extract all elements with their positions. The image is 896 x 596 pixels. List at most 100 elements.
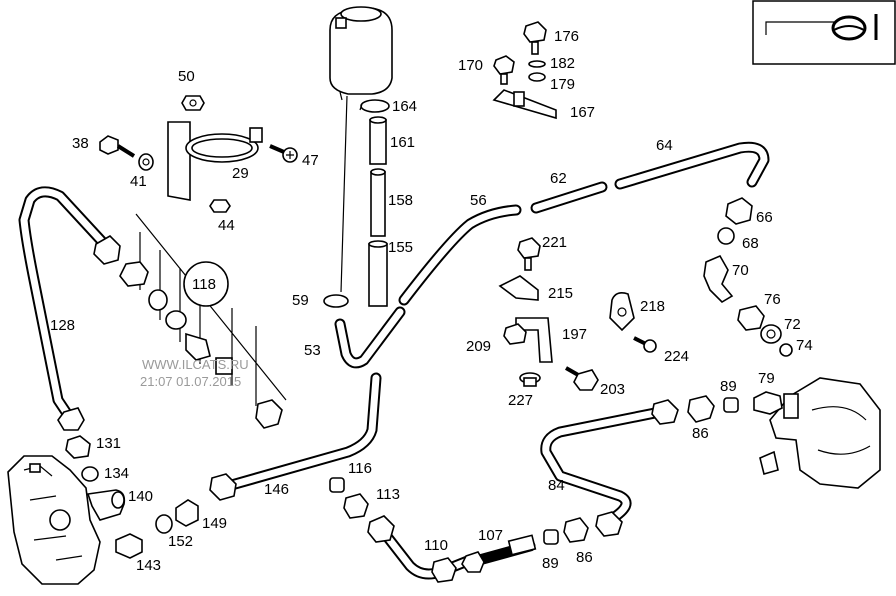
callout-68: 68: [742, 235, 759, 252]
return-hose-64: [614, 141, 770, 190]
hose-clamp-59: [323, 294, 349, 308]
nut-76: [737, 305, 765, 331]
nut-209: [503, 323, 527, 345]
fitting-134: [81, 466, 99, 482]
callout-89-lower: 89: [542, 555, 559, 572]
return-hose-56: [398, 204, 522, 306]
callout-161: 161: [390, 134, 415, 151]
callout-215: 215: [548, 285, 573, 302]
union-143: [115, 533, 143, 559]
nut-50: [181, 95, 205, 111]
washer-72: [760, 324, 782, 344]
callout-76: 76: [764, 291, 781, 308]
callout-134: 134: [104, 465, 129, 482]
callout-84: 84: [548, 477, 565, 494]
callout-38: 38: [72, 135, 89, 152]
callout-72: 72: [784, 316, 801, 333]
callout-56: 56: [470, 192, 487, 209]
pipe-84: [540, 395, 715, 537]
callout-143: 143: [136, 557, 161, 574]
callout-170: 170: [458, 57, 483, 74]
power-steering-pump: [759, 377, 881, 489]
callout-116: 116: [348, 460, 372, 477]
callout-53: 53: [304, 342, 321, 359]
callout-224: 224: [664, 348, 689, 365]
callout-86-upper: 86: [692, 425, 709, 442]
hose-assembly-107: [461, 534, 537, 573]
callout-131: 131: [96, 435, 121, 452]
return-hose-53: [334, 306, 406, 369]
return-hose-62: [530, 181, 608, 214]
callout-152: 152: [168, 533, 193, 550]
washer-74: [779, 343, 793, 357]
callout-41: 41: [130, 173, 147, 190]
bolt-203: [565, 366, 599, 391]
callout-107: 107: [478, 527, 503, 544]
callout-64: 64: [656, 137, 673, 154]
callout-50: 50: [178, 68, 195, 85]
fitting-set-118: [119, 213, 287, 429]
hose-section-155: [368, 240, 388, 307]
elbow-fitting-140: [86, 489, 126, 521]
callout-79: 79: [758, 370, 775, 387]
bolt-38: [99, 135, 136, 158]
callout-203: 203: [600, 381, 625, 398]
washer-89-lower: [543, 529, 559, 545]
washer-182: [528, 60, 546, 68]
nut-113: [343, 493, 369, 519]
callout-113: 113: [376, 486, 400, 503]
bolt-170: [493, 55, 515, 85]
nut-149: [175, 499, 199, 527]
callout-176: 176: [554, 28, 579, 45]
screw-47: [269, 144, 298, 163]
clip-215: [498, 275, 539, 301]
washer-68: [717, 227, 735, 245]
watermark-site: WWW.ILCATS.RU: [142, 357, 249, 372]
nut-66: [725, 197, 753, 225]
leader-line-59: [340, 95, 348, 293]
callout-47: 47: [302, 152, 319, 169]
nut-227: [519, 372, 541, 387]
bolt-221: [517, 237, 541, 271]
steering-gear: [7, 455, 101, 585]
screw-224: [633, 336, 657, 353]
callout-86-lower: 86: [576, 549, 593, 566]
callout-128: 128: [50, 317, 75, 334]
callout-66: 66: [756, 209, 773, 226]
washer-152: [155, 514, 173, 534]
watermark: WWW.ILCATS.RU 21:07 01.07.2015: [140, 357, 249, 389]
callout-74: 74: [796, 337, 813, 354]
callout-89-upper: 89: [720, 378, 737, 395]
callout-164: 164: [392, 98, 417, 115]
hose-section-158: [370, 168, 386, 237]
fitting-116: [329, 477, 345, 493]
washer-179: [528, 72, 546, 82]
steering-wheel-direction-icon: [765, 14, 878, 41]
callout-149: 149: [202, 515, 227, 532]
callout-197: 197: [562, 326, 587, 343]
nut-86-lower: [563, 517, 589, 543]
direction-icon-box: [752, 0, 896, 65]
callout-227: 227: [508, 392, 533, 409]
pipe-110: [367, 515, 476, 583]
fluid-reservoir: [329, 6, 393, 101]
callout-158: 158: [388, 192, 413, 209]
bracket-29: [167, 121, 263, 201]
callout-59: 59: [292, 292, 309, 309]
callout-155: 155: [388, 239, 413, 256]
callout-179: 179: [550, 76, 575, 93]
bolt-176: [523, 21, 547, 55]
callout-29: 29: [232, 165, 249, 182]
callout-118: 118: [192, 276, 216, 293]
reservoir-clamp-164: [359, 99, 390, 113]
callout-218: 218: [640, 298, 665, 315]
watermark-timestamp: 21:07 01.07.2015: [140, 374, 241, 389]
clamp-218: [609, 292, 635, 332]
banjo-fitting-70: [703, 254, 734, 304]
bracket-167: [492, 89, 557, 120]
hose-section-161: [369, 116, 387, 165]
callout-167: 167: [570, 104, 595, 121]
callout-140: 140: [128, 488, 153, 505]
washer-89-upper: [723, 397, 739, 413]
